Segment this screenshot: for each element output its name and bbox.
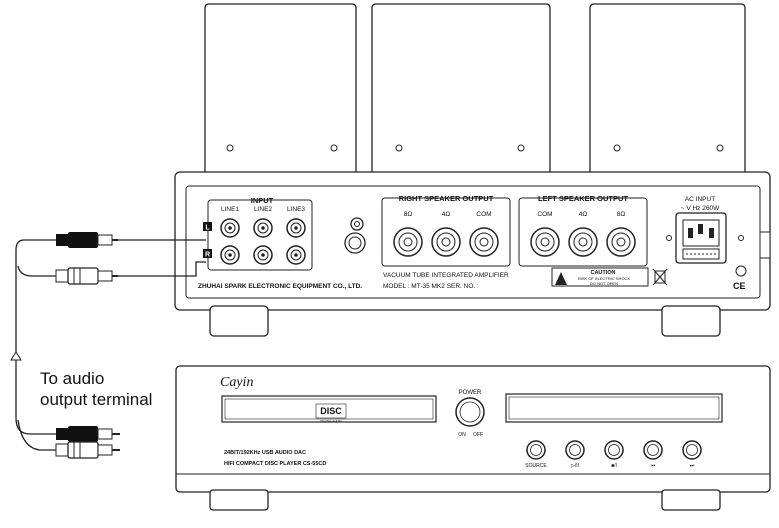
ac-input: AC INPUT ~ V Hz 260W CE [666,196,747,291]
connection-caption: To audio output terminal [40,368,152,410]
caption-line-1: To audio [40,369,105,388]
rca-jack-line3-left[interactable] [286,218,306,238]
screw-icon [735,265,747,277]
left-speaker-title: LEFT SPEAKER OUTPUT [538,194,628,203]
rca-plug-left-top [56,232,118,248]
left-8ohm-label: 8Ω [617,211,626,218]
power-on-label: ON [458,432,466,438]
caution-line-1: RISK OF ELECTRIC SHOCK [578,276,631,281]
left-speaker-output: LEFT SPEAKER OUTPUT COM 4Ω 8Ω [518,194,648,267]
rca-jack-line3-right[interactable] [286,245,306,265]
right-speaker-output: RIGHT SPEAKER OUTPUT 8Ω 4Ω COM [381,194,511,267]
binding-post[interactable] [393,227,423,257]
binding-post[interactable] [606,227,636,257]
binding-post[interactable] [469,227,499,257]
rca-jack-line1-left[interactable] [220,218,240,238]
ce-mark: CE [733,281,746,291]
power-button[interactable] [455,397,485,427]
caution-label: CAUTION RISK OF ELECTRIC SHOCK DO NOT OP… [551,267,649,287]
caution-title: CAUTION [590,270,615,276]
cd-spec-line-2: HIFI COMPACT DISC PLAYER CS-55CD [224,461,326,467]
cd-spec-line-1: 24BIT/192KHz USB AUDIO DAC [224,450,306,456]
rca-jack-line2-right[interactable] [253,245,273,265]
right-speaker-title: RIGHT SPEAKER OUTPUT [399,194,494,203]
binding-post[interactable] [568,227,598,257]
rca-plug-right-bottom [55,441,120,459]
stop-label: ■/I [611,463,617,469]
disc-logo-main: DISC [320,406,342,416]
rca-cable [15,239,206,451]
rca-jack-line2-left[interactable] [253,218,273,238]
power-off-label: OFF [473,432,483,438]
disc-logo: DISC DIGITAL AUDIO [315,403,347,423]
right-marker-text: R [205,252,210,259]
display-window [505,393,723,423]
left-marker-text: L [205,225,210,232]
up-arrow-icon [10,351,22,361]
next-track-button[interactable] [682,440,702,460]
cd-brand-logo: Cayin [220,375,253,390]
play-pause-button[interactable] [565,440,585,460]
manufacturer: ZHUHAI SPARK ELECTRONIC EQUIPMENT CO., L… [198,283,362,290]
disc-logo-sub: DIGITAL AUDIO [320,419,342,423]
ground-terminal[interactable] [344,217,366,254]
binding-post[interactable] [431,227,461,257]
play-pause-label: ▷/II [571,463,579,469]
right-channel-marker [203,249,212,258]
next-track-label: ⏭ [690,463,695,469]
model-line: MODEL : MT-35 MK2 SER. NO. : [383,283,479,290]
ac-input-title: AC INPUT [685,196,715,203]
source-label: SOURCE [525,463,547,469]
line3-label: LINE3 [287,206,305,213]
input-panel: INPUT LINE1 LINE2 LINE3 L R [203,196,313,271]
cd-player-chassis [175,365,771,511]
right-8ohm-label: 8Ω [404,211,413,218]
left-4ohm-label: 4Ω [579,211,588,218]
iec-power-socket[interactable] [675,212,727,264]
line2-label: LINE2 [254,206,272,213]
product-name: VACUUM TUBE INTEGRATED AMPLIFIER [383,272,509,279]
tube-cover-left [204,3,357,172]
source-button[interactable] [526,440,546,460]
right-com-label: COM [476,211,491,218]
weee-bin-icon [652,268,668,286]
line1-label: LINE1 [221,206,239,213]
caption-line-2: output terminal [40,390,153,409]
stop-button[interactable] [604,440,624,460]
right-4ohm-label: 4Ω [442,211,451,218]
rca-jack-line1-right[interactable] [220,245,240,265]
tube-cover-middle [371,3,551,172]
previous-track-label: ⏮ [651,463,656,469]
left-channel-marker [203,222,212,231]
caution-line-2: DO NOT OPEN [590,281,618,286]
previous-track-button[interactable] [643,440,663,460]
rca-plug-right-top [55,267,118,285]
rca-plug-left-bottom [56,426,120,442]
input-title: INPUT [251,196,274,205]
tube-cover-right [589,3,746,172]
left-com-label: COM [537,211,552,218]
ac-input-spec: ~ V Hz 260W [681,205,720,212]
power-label: POWER [459,390,482,396]
binding-post[interactable] [530,227,560,257]
